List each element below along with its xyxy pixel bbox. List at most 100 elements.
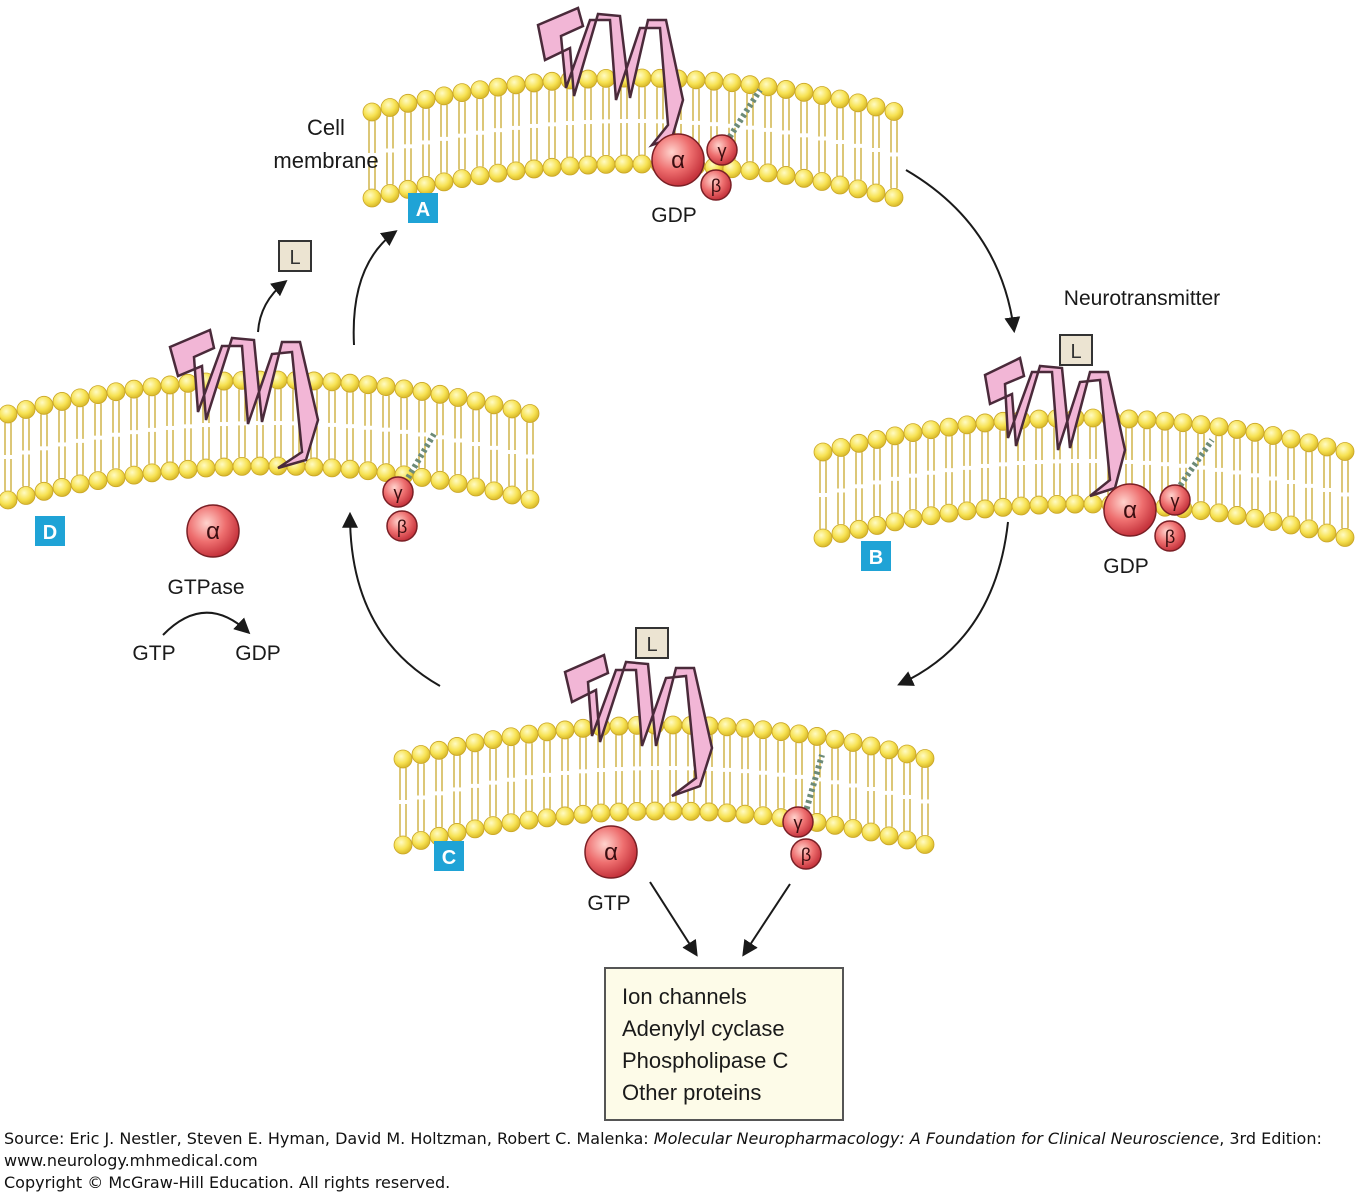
lipid-head <box>884 188 904 207</box>
lipid-head <box>843 733 863 752</box>
lipid-head <box>957 501 977 521</box>
lipid-head <box>831 524 851 543</box>
arrow-alpha-to-effectors <box>649 881 698 957</box>
arrow-betagamma-to-effectors <box>742 883 791 957</box>
lipid-head <box>362 102 382 122</box>
lipid-head <box>776 166 796 185</box>
panel-letter-c: C <box>442 847 456 869</box>
lipid-head <box>196 458 216 478</box>
lipid-head <box>879 740 899 760</box>
g-alpha-c <box>584 825 638 879</box>
lipid-head <box>452 169 472 189</box>
lipid-head <box>885 426 905 446</box>
gtp-label-d: GTP <box>132 642 175 665</box>
panel-label-d: D <box>35 516 65 546</box>
cell-membrane-label-line2: membrane <box>273 148 378 173</box>
gdp-label-a: GDP <box>651 204 697 227</box>
gtp-hydrolysis-arrow <box>162 611 251 636</box>
lipid-head <box>1299 519 1319 539</box>
lipid-head <box>340 373 360 393</box>
lipid-head <box>447 823 467 842</box>
lipid-head <box>627 801 647 821</box>
lipid-head <box>921 506 941 526</box>
lipid-head <box>1245 422 1265 442</box>
lipid-head <box>52 478 72 497</box>
lipid-head <box>502 485 522 505</box>
lipid-head <box>466 477 486 497</box>
lipid-head <box>555 720 575 740</box>
membrane-d <box>0 370 540 510</box>
ligand-box-released: L <box>278 240 312 272</box>
lipid-head <box>542 157 562 177</box>
lipid-head <box>681 801 701 821</box>
lipid-head <box>1299 433 1319 453</box>
gtpase-label: GTPase <box>167 576 244 599</box>
lipid-head <box>160 461 180 481</box>
gamma-label-c: γ <box>794 813 803 833</box>
lipid-head <box>70 474 90 494</box>
effector-item-4: Other proteins <box>622 1080 761 1105</box>
lipid-head <box>416 176 436 195</box>
lipid-head <box>609 802 629 822</box>
lipid-head <box>1083 494 1103 514</box>
lipid-head <box>358 375 378 395</box>
lipid-head <box>519 724 539 744</box>
lipid-head <box>106 382 126 402</box>
lipid-head <box>506 75 526 95</box>
lipid-head <box>520 490 540 509</box>
lipid-head <box>771 722 791 742</box>
lipid-head <box>849 433 869 453</box>
lipid-head <box>573 718 593 738</box>
lipid-head <box>250 456 270 476</box>
lipid-head <box>645 801 665 821</box>
lipid-head <box>807 727 827 746</box>
lipid-head <box>866 97 886 117</box>
lipid-head <box>975 413 995 433</box>
lipid-head <box>394 379 414 399</box>
lipid-head <box>831 438 851 457</box>
lipid-head <box>1029 495 1049 515</box>
lipid-head <box>1263 426 1283 445</box>
lipid-head <box>380 98 400 117</box>
lipid-head <box>416 90 436 109</box>
gamma-label-b: γ <box>1171 491 1180 511</box>
lipid-head <box>957 415 977 435</box>
lipid-head <box>1047 494 1067 514</box>
lipid-head <box>848 179 868 199</box>
caption-book-title: Molecular Neuropharmacology: A Foundatio… <box>653 1129 1220 1148</box>
receptor-b <box>983 356 1127 498</box>
receptor-c <box>563 653 714 798</box>
g-gamma-c <box>782 806 814 838</box>
lipid-head <box>340 459 360 479</box>
lipid-head <box>1209 417 1229 437</box>
lipid-head <box>758 77 778 97</box>
lipid-head <box>501 813 521 833</box>
g-beta-a <box>700 169 732 201</box>
lipid-head <box>861 736 881 756</box>
lipid-head <box>1119 409 1139 429</box>
g-gamma-a <box>706 134 738 166</box>
g-gamma-b <box>1159 484 1191 516</box>
panel-label-c: C <box>434 841 464 871</box>
lipid-head <box>1065 494 1085 514</box>
lipid-head <box>1209 503 1229 523</box>
lipid-head <box>1263 512 1283 531</box>
lipid-head <box>466 391 486 411</box>
arrow-a-to-b <box>905 169 1021 334</box>
lipid-head <box>537 722 557 742</box>
lipid-head <box>34 395 54 415</box>
lipid-head <box>560 156 580 176</box>
lipid-head <box>322 372 342 392</box>
g-gamma-d <box>382 476 414 508</box>
lipid-head <box>699 802 719 822</box>
lipid-head <box>843 819 863 838</box>
lipid-head <box>1335 528 1355 547</box>
lipid-head <box>1011 496 1031 516</box>
lipid-head <box>1317 437 1337 457</box>
lipid-head <box>448 388 468 407</box>
lipid-head <box>1227 420 1247 439</box>
lipid-head <box>501 727 521 747</box>
gdp-label-d: GDP <box>235 642 281 665</box>
lipid-head <box>124 465 144 485</box>
